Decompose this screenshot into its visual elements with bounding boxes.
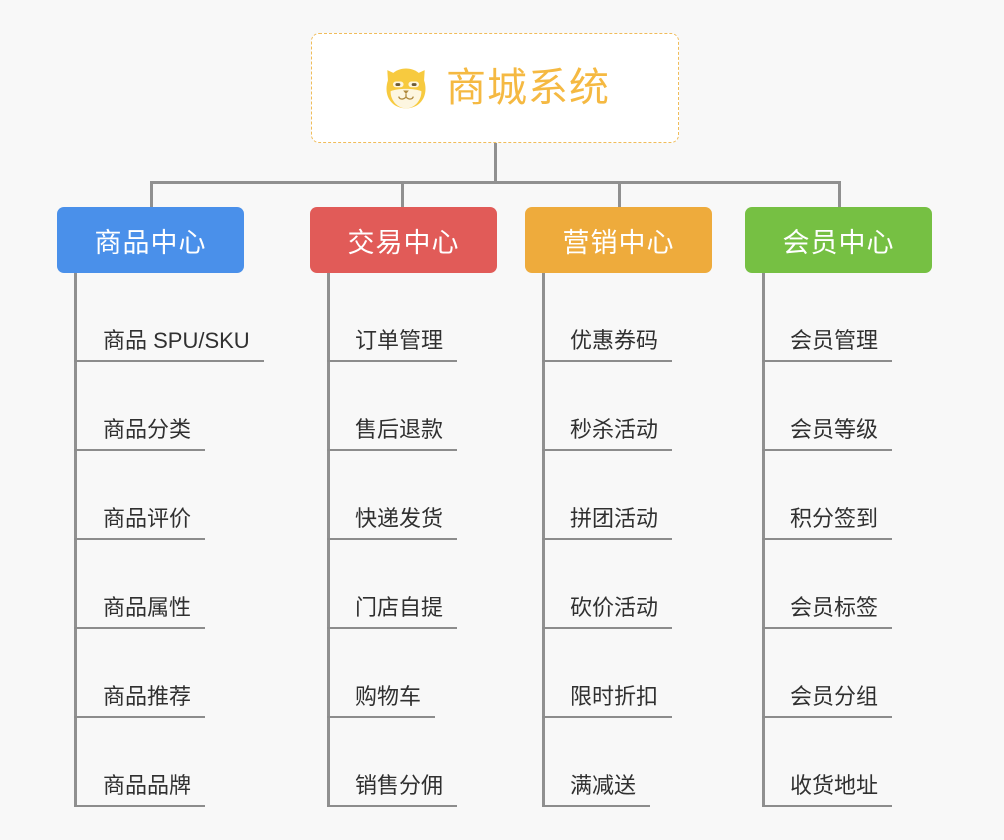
leaf-item-label: 商品分类 xyxy=(74,416,206,451)
leaf-item-label: 积分签到 xyxy=(762,505,893,540)
leaf-item[interactable]: 商品品牌 xyxy=(57,718,317,807)
category-items-2: 优惠券码秒杀活动拼团活动砍价活动限时折扣满减送 xyxy=(525,273,740,807)
category-header-0[interactable]: 商品中心 xyxy=(57,207,244,273)
leaf-item-label: 销售分佣 xyxy=(327,772,458,807)
root-title: 商城系统 xyxy=(446,66,610,110)
leaf-item[interactable]: 商品评价 xyxy=(57,451,317,540)
leaf-item[interactable]: 满减送 xyxy=(525,718,740,807)
leaf-item[interactable]: 购物车 xyxy=(310,629,525,718)
leaf-item-label: 秒杀活动 xyxy=(542,416,673,451)
category-column-商品中心: 商品中心 商品 SPU/SKU 商品分类商品评价商品属性商品推荐商品品牌 xyxy=(57,207,317,807)
leaf-item-label: 快递发货 xyxy=(327,505,458,540)
leaf-item[interactable]: 商品 SPU/SKU xyxy=(57,273,317,362)
leaf-item[interactable]: 商品分类 xyxy=(57,362,317,451)
leaf-item-label: 砍价活动 xyxy=(542,594,673,629)
leaf-item-label: 满减送 xyxy=(542,772,651,807)
column-spine-2 xyxy=(542,273,545,807)
category-items-3: 会员管理会员等级积分签到会员标签会员分组收货地址 xyxy=(745,273,960,807)
leaf-item[interactable]: 销售分佣 xyxy=(310,718,525,807)
leaf-item[interactable]: 售后退款 xyxy=(310,362,525,451)
connector-root-stem xyxy=(494,143,497,183)
category-items-0: 商品 SPU/SKU 商品分类商品评价商品属性商品推荐商品品牌 xyxy=(57,273,317,807)
category-header-2[interactable]: 营销中心 xyxy=(525,207,712,273)
leaf-item[interactable]: 会员分组 xyxy=(745,629,960,718)
leaf-item[interactable]: 积分签到 xyxy=(745,451,960,540)
leaf-item-label: 会员分组 xyxy=(762,683,893,718)
column-spine-1 xyxy=(327,273,330,807)
category-header-1[interactable]: 交易中心 xyxy=(310,207,497,273)
connector-drop-1 xyxy=(401,181,404,208)
leaf-item[interactable]: 商品推荐 xyxy=(57,629,317,718)
leaf-item-label: 优惠券码 xyxy=(542,327,673,362)
category-items-1: 订单管理售后退款快递发货门店自提购物车销售分佣 xyxy=(310,273,525,807)
leaf-item-label: 购物车 xyxy=(327,683,436,718)
connector-drop-0 xyxy=(150,181,153,208)
connector-drop-3 xyxy=(838,181,841,208)
shiba-dog-face-icon xyxy=(386,68,426,109)
leaf-item-label: 收货地址 xyxy=(762,772,893,807)
root-node[interactable]: 商城系统 xyxy=(311,33,679,143)
leaf-item[interactable]: 会员管理 xyxy=(745,273,960,362)
leaf-item[interactable]: 秒杀活动 xyxy=(525,362,740,451)
leaf-item-label: 售后退款 xyxy=(327,416,458,451)
connector-drop-2 xyxy=(618,181,621,208)
category-header-3[interactable]: 会员中心 xyxy=(745,207,932,273)
leaf-item[interactable]: 订单管理 xyxy=(310,273,525,362)
connector-horizontal-bus xyxy=(150,181,841,184)
leaf-item-label: 限时折扣 xyxy=(542,683,673,718)
leaf-item[interactable]: 优惠券码 xyxy=(525,273,740,362)
leaf-item[interactable]: 会员等级 xyxy=(745,362,960,451)
leaf-item-label: 商品属性 xyxy=(74,594,206,629)
leaf-item-label: 商品推荐 xyxy=(74,683,206,718)
leaf-item-label: 商品 SPU/SKU xyxy=(74,327,264,362)
leaf-item[interactable]: 收货地址 xyxy=(745,718,960,807)
leaf-item[interactable]: 会员标签 xyxy=(745,540,960,629)
leaf-item-label: 拼团活动 xyxy=(542,505,673,540)
leaf-item[interactable]: 快递发货 xyxy=(310,451,525,540)
column-spine-0 xyxy=(74,273,77,807)
category-column-交易中心: 交易中心 订单管理售后退款快递发货门店自提购物车销售分佣 xyxy=(310,207,525,807)
leaf-item[interactable]: 商品属性 xyxy=(57,540,317,629)
leaf-item[interactable]: 门店自提 xyxy=(310,540,525,629)
leaf-item-label: 会员标签 xyxy=(762,594,893,629)
leaf-item-label: 商品评价 xyxy=(74,505,206,540)
column-spine-3 xyxy=(762,273,765,807)
leaf-item-label: 商品品牌 xyxy=(74,772,206,807)
category-column-营销中心: 营销中心 优惠券码秒杀活动拼团活动砍价活动限时折扣满减送 xyxy=(525,207,740,807)
leaf-item[interactable]: 限时折扣 xyxy=(525,629,740,718)
leaf-item-label: 门店自提 xyxy=(327,594,458,629)
leaf-item[interactable]: 拼团活动 xyxy=(525,451,740,540)
category-column-会员中心: 会员中心 会员管理会员等级积分签到会员标签会员分组收货地址 xyxy=(745,207,960,807)
leaf-item[interactable]: 砍价活动 xyxy=(525,540,740,629)
leaf-item-label: 会员等级 xyxy=(762,416,893,451)
leaf-item-label: 订单管理 xyxy=(327,327,458,362)
leaf-item-label: 会员管理 xyxy=(762,327,893,362)
